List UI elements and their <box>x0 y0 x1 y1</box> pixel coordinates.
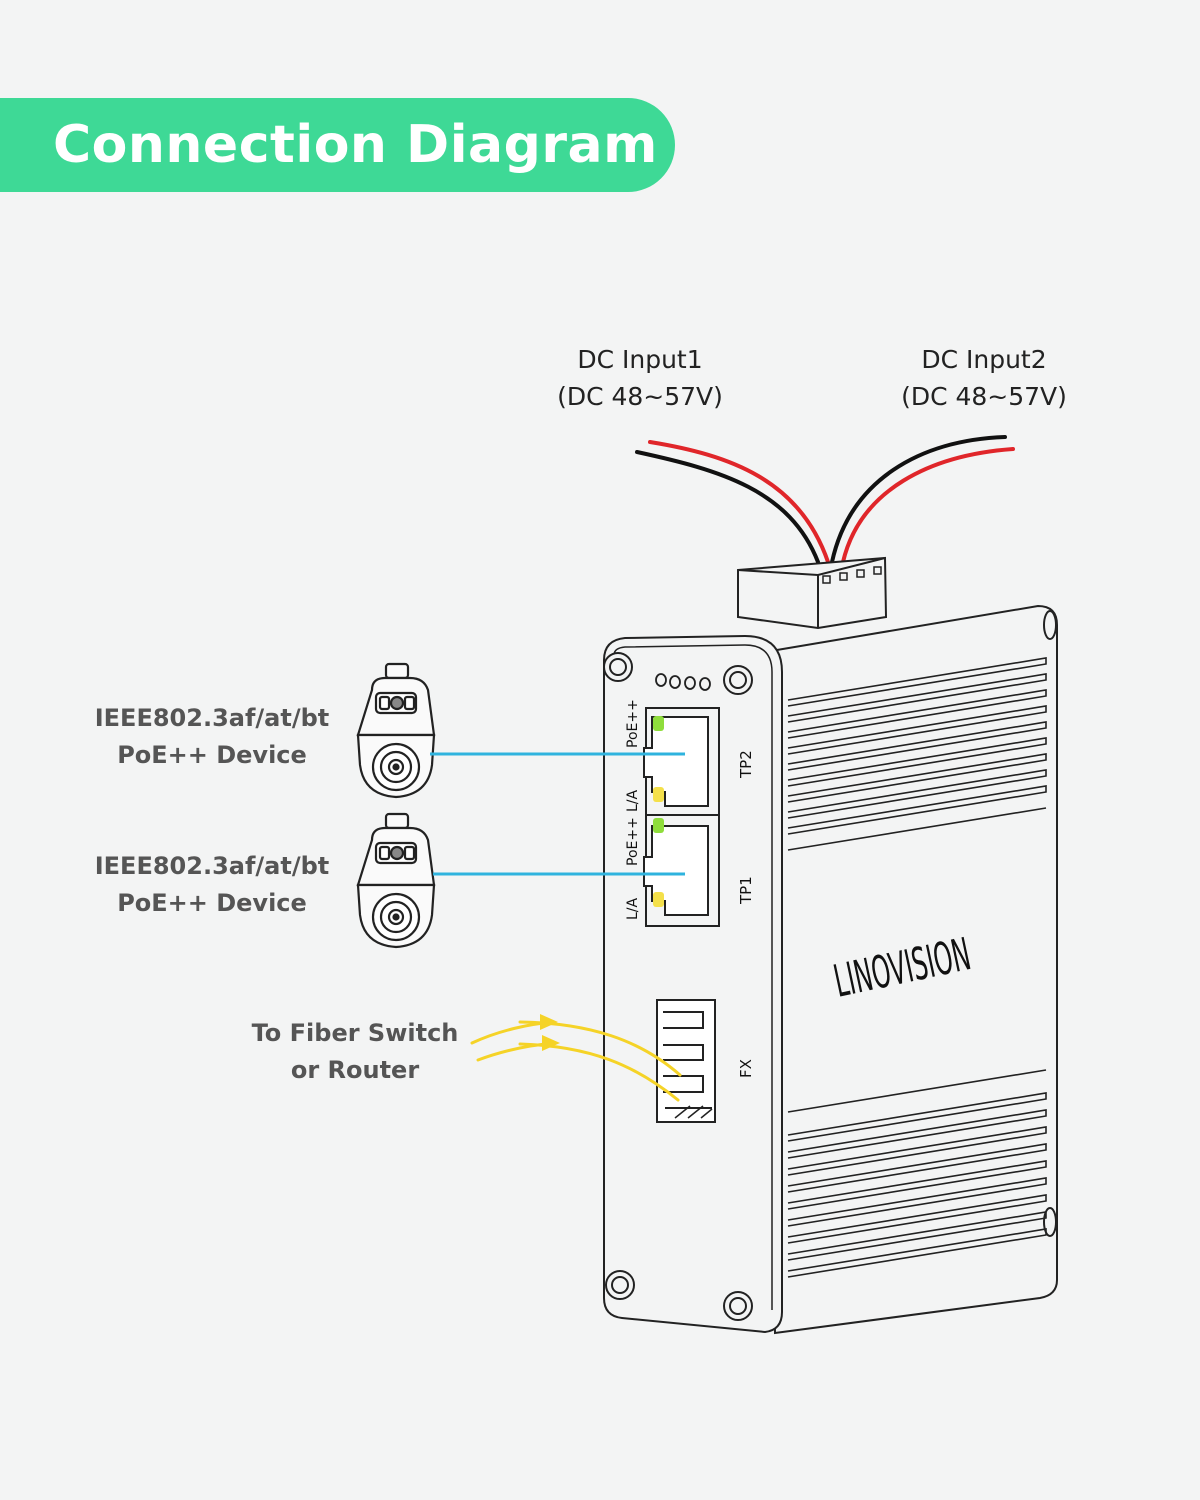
fiber-arrowhead-upper <box>540 1014 558 1030</box>
screw-top-right <box>723 665 753 695</box>
device-top-standard: IEEE802.3af/at/bt <box>94 704 330 732</box>
fiber-label-line1: To Fiber Switch <box>251 1019 459 1047</box>
tp1-poe-label: PoE++ <box>625 817 641 866</box>
device-top-label: IEEE802.3af/at/bt PoE++ Device <box>72 700 352 774</box>
dc-input1-voltage: (DC 48~57V) <box>557 382 723 411</box>
fiber-arrowhead-lower <box>542 1035 560 1051</box>
fiber-label: To Fiber Switch or Router <box>235 1015 475 1089</box>
device-front-face <box>603 634 783 1334</box>
fiber-arrows <box>470 1014 682 1102</box>
dc-input2-label: DC Input2 (DC 48~57V) <box>884 341 1084 415</box>
tp1-poe-led <box>653 818 664 833</box>
tp1-port-label: TP1 <box>737 876 755 905</box>
power-cables <box>635 435 1015 564</box>
status-led-row <box>655 673 711 691</box>
camera-top-icon <box>356 662 436 799</box>
tp2-la-led <box>653 787 664 802</box>
terminal-block <box>737 556 888 630</box>
device-bottom-type: PoE++ Device <box>117 889 307 917</box>
dc1-negative-wire <box>635 450 820 564</box>
device-bottom-standard: IEEE802.3af/at/bt <box>94 852 330 880</box>
tp1-la-label: L/A <box>625 897 641 920</box>
fx-port-label: FX <box>737 1059 755 1078</box>
screw-top-left <box>603 652 633 682</box>
camera-bottom-icon <box>356 812 436 949</box>
dc2-positive-wire <box>841 447 1015 564</box>
port-tp2 <box>643 716 709 807</box>
title-banner: Connection Diagram <box>0 98 675 192</box>
device-bottom-label: IEEE802.3af/at/bt PoE++ Device <box>72 848 352 922</box>
tp1-la-led <box>653 892 664 907</box>
dc-input2-name: DC Input2 <box>921 345 1047 374</box>
dc2-negative-wire <box>830 435 1007 564</box>
dc-input1-label: DC Input1 (DC 48~57V) <box>540 341 740 415</box>
tp2-poe-label: PoE++ <box>625 699 641 748</box>
heat-sink-ridges <box>787 657 1047 1278</box>
dc-input1-name: DC Input1 <box>577 345 703 374</box>
rj45-port-frame <box>645 707 720 927</box>
dc1-positive-wire <box>648 440 830 564</box>
fiber-label-line2: or Router <box>290 1056 420 1084</box>
dc-input2-voltage: (DC 48~57V) <box>901 382 1067 411</box>
tp2-la-label: L/A <box>625 789 641 812</box>
screw-bottom-left <box>605 1270 635 1300</box>
port-fx <box>656 999 716 1123</box>
screw-bottom-right <box>723 1291 753 1321</box>
device-top-type: PoE++ Device <box>117 741 307 769</box>
device <box>603 556 1058 1335</box>
page-title: Connection Diagram <box>53 115 658 175</box>
tp2-poe-led <box>653 716 664 731</box>
tp2-port-label: TP2 <box>737 750 755 779</box>
